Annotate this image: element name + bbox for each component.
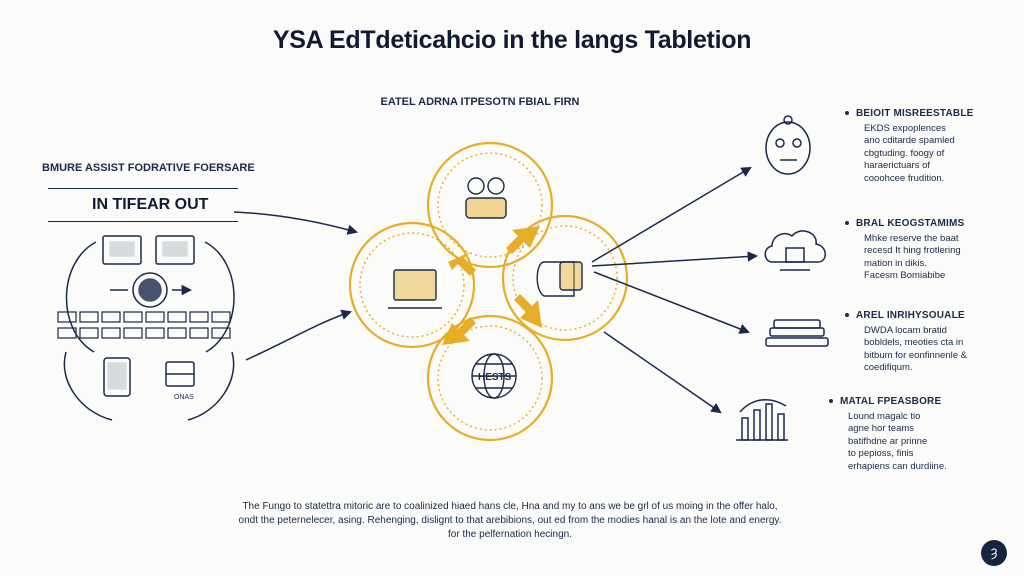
feature-line: batifhdne ar prinne bbox=[848, 435, 928, 447]
feature-line: cooohcee frudition. bbox=[864, 172, 945, 184]
hub-petal-right bbox=[501, 214, 629, 342]
bottom-bracket-right bbox=[187, 351, 235, 421]
tablet-stack-icon bbox=[765, 319, 829, 347]
feature-line: Facesm Bomiabibe bbox=[864, 270, 946, 281]
feature-line: DWDA locam bratid bbox=[864, 324, 947, 336]
footer-line: for the pelfernation hecingn. bbox=[448, 529, 572, 540]
arrow-up-right-icon bbox=[506, 226, 540, 254]
bullet-icon bbox=[845, 221, 849, 225]
bar-chart-icon bbox=[736, 399, 788, 441]
arrow-down-right-icon bbox=[514, 294, 542, 328]
bullet-icon bbox=[845, 111, 849, 115]
left-panel-heading: IN TIFEAR OUT bbox=[48, 188, 238, 222]
bullet-icon bbox=[829, 399, 833, 403]
feature-line: agne hor teams bbox=[848, 423, 915, 434]
central-hub bbox=[348, 141, 629, 442]
feature-line: mation in dikis. bbox=[864, 257, 927, 269]
arrow-to-feature-2 bbox=[591, 251, 759, 267]
bullet-icon bbox=[845, 313, 849, 317]
feature-line: to pepioss, finis bbox=[848, 448, 914, 459]
arrow-up-left-icon bbox=[448, 252, 476, 276]
feature-line: EKDS expoplences bbox=[864, 122, 946, 134]
feature-line: Mhke reserve the baat bbox=[864, 232, 959, 244]
arrow-to-hub-top bbox=[233, 211, 359, 235]
hub-arrows bbox=[442, 226, 542, 345]
feature-block-4: MATAL FPEASBORE Lound magalc tio agne ho… bbox=[829, 396, 990, 473]
connector-arrows bbox=[233, 166, 759, 414]
right-icons bbox=[736, 115, 829, 441]
hub-petal-top bbox=[426, 141, 554, 269]
center-label: EATEL ADRNA ITPESOTN FBIAL FIRN bbox=[380, 96, 580, 108]
feature-line: recesd It hing frotlering bbox=[864, 245, 961, 256]
hub-petal-bottom bbox=[426, 314, 554, 442]
feature-line: bobldels, meoties cta in bbox=[864, 337, 964, 348]
feature-block-3: AREL INRIHYSOUALE DWDA locam bratid bobl… bbox=[845, 310, 1006, 375]
feature-title: AREL INRIHYSOUALE bbox=[856, 310, 965, 321]
hub-petal-left bbox=[348, 221, 476, 349]
tablet-caption: ONAS bbox=[174, 394, 194, 401]
page-title: YSA EdTdeticahcio in the langs Tabletion bbox=[272, 26, 752, 54]
feature-line: Lound magalc tio bbox=[848, 410, 921, 422]
arrow-to-hub-bottom bbox=[245, 309, 352, 361]
feature-line: bitbum for eonfinnenle & bbox=[864, 349, 967, 361]
laptop-icon bbox=[388, 269, 442, 309]
left-bracket bbox=[65, 241, 97, 353]
feature-line: haraerictuars of bbox=[864, 160, 931, 171]
hub-icons bbox=[388, 177, 583, 399]
feature-grid bbox=[57, 311, 231, 339]
feature-title: MATAL FPEASBORE bbox=[840, 396, 942, 407]
right-bracket bbox=[204, 241, 235, 353]
tablet-icon bbox=[103, 357, 131, 397]
monitor-icon bbox=[102, 235, 142, 265]
seal-icon bbox=[132, 272, 168, 308]
footer-line: ondt the peternelecer, asing. Rehenging,… bbox=[238, 515, 782, 526]
footer-line: The Fungo to statettra mitoric are to co… bbox=[242, 501, 778, 512]
globe-icon bbox=[471, 353, 517, 399]
feature-line: ano cditarde spamled bbox=[864, 135, 955, 146]
cloud-computer-icon bbox=[764, 230, 826, 271]
arrow-to-feature-1 bbox=[591, 166, 752, 263]
left-panel-caption: BMURE ASSIST FODRATIVE FOERSARE bbox=[42, 162, 255, 174]
arrow-to-feature-4 bbox=[603, 331, 722, 414]
logo-badge-icon[interactable]: Ȝ bbox=[981, 540, 1007, 566]
robot-face-icon bbox=[765, 115, 811, 175]
bottom-bracket-left bbox=[63, 351, 113, 421]
feature-title: BEIOIT MISREESTABLE bbox=[856, 108, 974, 119]
feature-line: cbgtuding. foogy of bbox=[864, 147, 945, 159]
feature-line: coedifiqum. bbox=[864, 362, 913, 373]
arrow-down-left-icon bbox=[442, 317, 476, 345]
feature-line: erhapiens can durdiine. bbox=[848, 460, 947, 472]
feature-block-2: BRAL KEOGSTAMIMS Mhke reserve the baat r… bbox=[845, 218, 1006, 283]
globe-label: HESTS bbox=[478, 372, 512, 383]
footer-text: The Fungo to statettra mitoric are to co… bbox=[160, 500, 860, 542]
feature-block-1: BEIOIT MISREESTABLE EKDS expoplences ano… bbox=[845, 108, 1006, 185]
left-panel bbox=[57, 235, 235, 421]
padlock-icon bbox=[536, 261, 583, 297]
arrow-to-feature-3 bbox=[593, 271, 750, 334]
feature-title: BRAL KEOGSTAMIMS bbox=[856, 218, 965, 229]
people-icon bbox=[465, 177, 507, 219]
monitor-icon-2 bbox=[155, 235, 195, 265]
